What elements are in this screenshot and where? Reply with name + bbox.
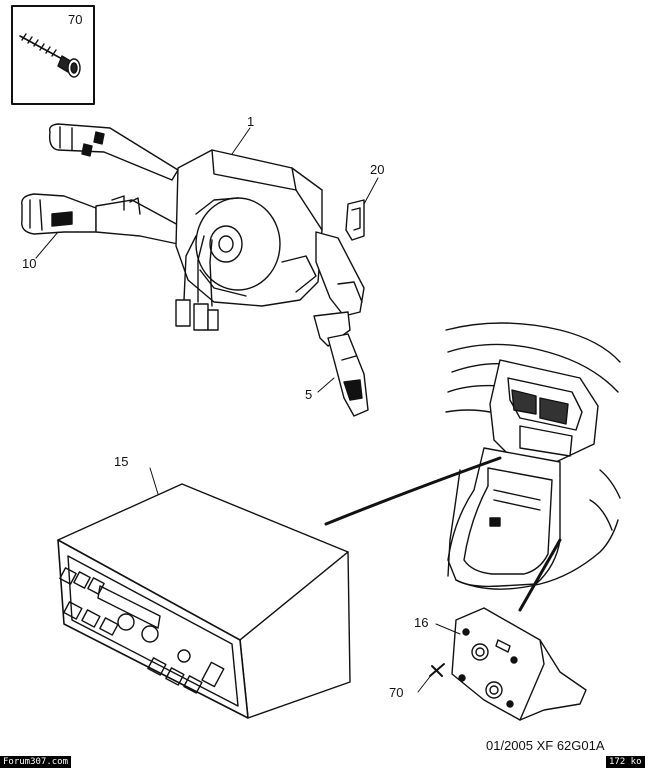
link-curve-lower	[518, 538, 562, 612]
dashboard-console	[445, 322, 621, 590]
callout-1: 1	[247, 114, 255, 129]
steering-switch-assembly	[21, 123, 379, 417]
file-size-tag: 172 ko	[606, 756, 645, 768]
callout-16: 16	[414, 615, 429, 630]
callout-10: 10	[22, 256, 37, 271]
callout-5: 5	[305, 387, 313, 402]
callout-70-top: 70	[68, 12, 83, 27]
callout-70-bottom: 70	[389, 685, 404, 700]
callout-20: 20	[370, 162, 385, 177]
screw-icon	[19, 33, 81, 78]
control-panel	[149, 467, 587, 721]
screw-inset	[11, 5, 95, 105]
drawing-code: 01/2005 XF 62G01A	[486, 738, 605, 753]
site-watermark: Forum307.com	[0, 756, 72, 768]
head-unit	[57, 483, 351, 719]
callout-15: 15	[114, 454, 129, 469]
link-curve-upper	[324, 456, 502, 526]
